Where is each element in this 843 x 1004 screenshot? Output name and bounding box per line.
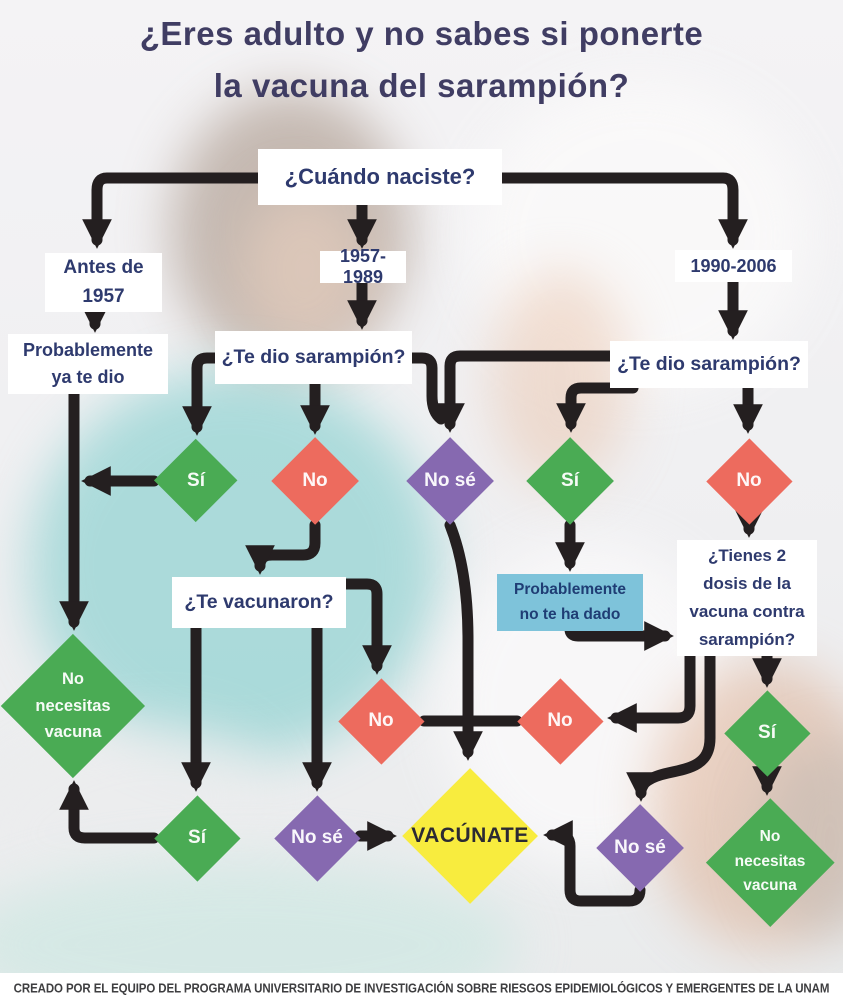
probablemente-no-line2: no te ha dado (519, 605, 621, 623)
probablemente-no-line1: Probablemente (514, 580, 626, 598)
branch-1990-2006: 1990-2006 (675, 250, 792, 282)
diamond-no-1990: No (705, 437, 793, 525)
connector-cuando-to-1990-2006 (496, 172, 748, 249)
connector-nose-shared-down (444, 519, 474, 727)
question-te-vacunaron-label: ¿Te vacunaron? (184, 591, 334, 613)
branch-1957-1989: 1957-1989 (320, 246, 406, 287)
question-dosis-line4: sarampión? (698, 630, 796, 650)
probablemente-ya-line2: ya te dio (51, 367, 125, 387)
question-te-vacunaron: ¿Te vacunaron? (172, 577, 346, 628)
connector-nose2dosis-to-vacunate (543, 820, 646, 907)
diamond-no-tevacunaron: No (337, 677, 425, 765)
question-te-dio-left-label: ¿Te dio sarampión? (221, 346, 406, 368)
question-te-dio-sarampion-left: ¿Te dio sarampión? (215, 331, 412, 384)
diamond-si-tevacunaron: Sí (153, 794, 241, 882)
connector-no1957-to-tevacunaron (245, 519, 321, 575)
footer-credit-bar: CREADO POR EL EQUIPO DEL PROGRAMA UNIVER… (0, 973, 843, 1004)
connector-tedioleft-to-si (182, 352, 221, 436)
page-title: ¿Eres adulto y no sabes si ponerte la va… (0, 8, 843, 112)
diamond-nose-2dosis: No sé (596, 804, 684, 892)
branch-antes-de-1957: Antes de 1957 (45, 253, 162, 312)
diamond-vacunate: VACÚNATE (402, 768, 538, 904)
diamond-si-2dosis: Sí (723, 689, 811, 777)
question-te-dio-sarampion-right: ¿Te dio sarampión? (610, 341, 808, 388)
diamond-no-1957: No (271, 437, 359, 525)
diamond-si-1957: Sí (153, 438, 239, 524)
branch-1990-2006-label: 1990-2006 (690, 255, 777, 276)
connector-sitevac-to-nonecesitas (59, 780, 160, 844)
question-dosis-line3: vacuna contra (689, 602, 805, 621)
connector-tedioright-to-nose (435, 350, 616, 433)
result-probablemente-ya-te-dio: Probablemente ya te dio (8, 334, 168, 394)
branch-1957-1989-label: 1957-1989 (339, 246, 387, 287)
diamond-no-necesitas-vacuna-left: No necesitas vacuna (1, 634, 145, 778)
question-cuando-naciste-label: ¿Cuándo naciste? (284, 164, 476, 189)
probablemente-ya-line1: Probablemente (22, 340, 154, 360)
question-cuando-naciste: ¿Cuándo naciste? (258, 149, 502, 205)
branch-antes-line2: 1957 (82, 285, 125, 307)
question-tienes-2-dosis: ¿Tienes 2 dosis de la vacuna contra sara… (677, 540, 817, 656)
page-title-line2: la vacuna del sarampión? (213, 67, 630, 105)
connector-dosis-to-nose (626, 650, 716, 802)
page-title-line1: ¿Eres adulto y no sabes si ponerte (139, 15, 704, 52)
question-dosis-line2: dosis de la (703, 573, 791, 593)
branch-antes-line1: Antes de (63, 257, 144, 278)
connector-tedioleft-to-nose (406, 352, 447, 425)
connector-tedioright-to-si (556, 382, 639, 433)
connector-dosis-to-no (607, 650, 696, 733)
diamond-no-necesitas-vacuna-right: No necesitas vacuna (706, 798, 834, 926)
diamond-nose-shared: No sé (406, 437, 494, 525)
diamond-no-2dosis: No (516, 677, 604, 765)
question-dosis-line1: ¿Tienes 2 (707, 545, 787, 565)
result-probablemente-no-te-ha-dado: Probablemente no te ha dado (497, 574, 643, 631)
diamond-si-1990: Sí (526, 437, 614, 525)
diamond-nose-tevacunaron: No sé (273, 794, 361, 882)
footer-credit-text: CREADO POR EL EQUIPO DEL PROGRAMA UNIVER… (13, 981, 830, 996)
connector-cuando-to-antes (82, 172, 264, 249)
question-te-dio-right-label: ¿Te dio sarampión? (617, 353, 801, 375)
connector-tevacunaron-to-no (340, 578, 392, 675)
